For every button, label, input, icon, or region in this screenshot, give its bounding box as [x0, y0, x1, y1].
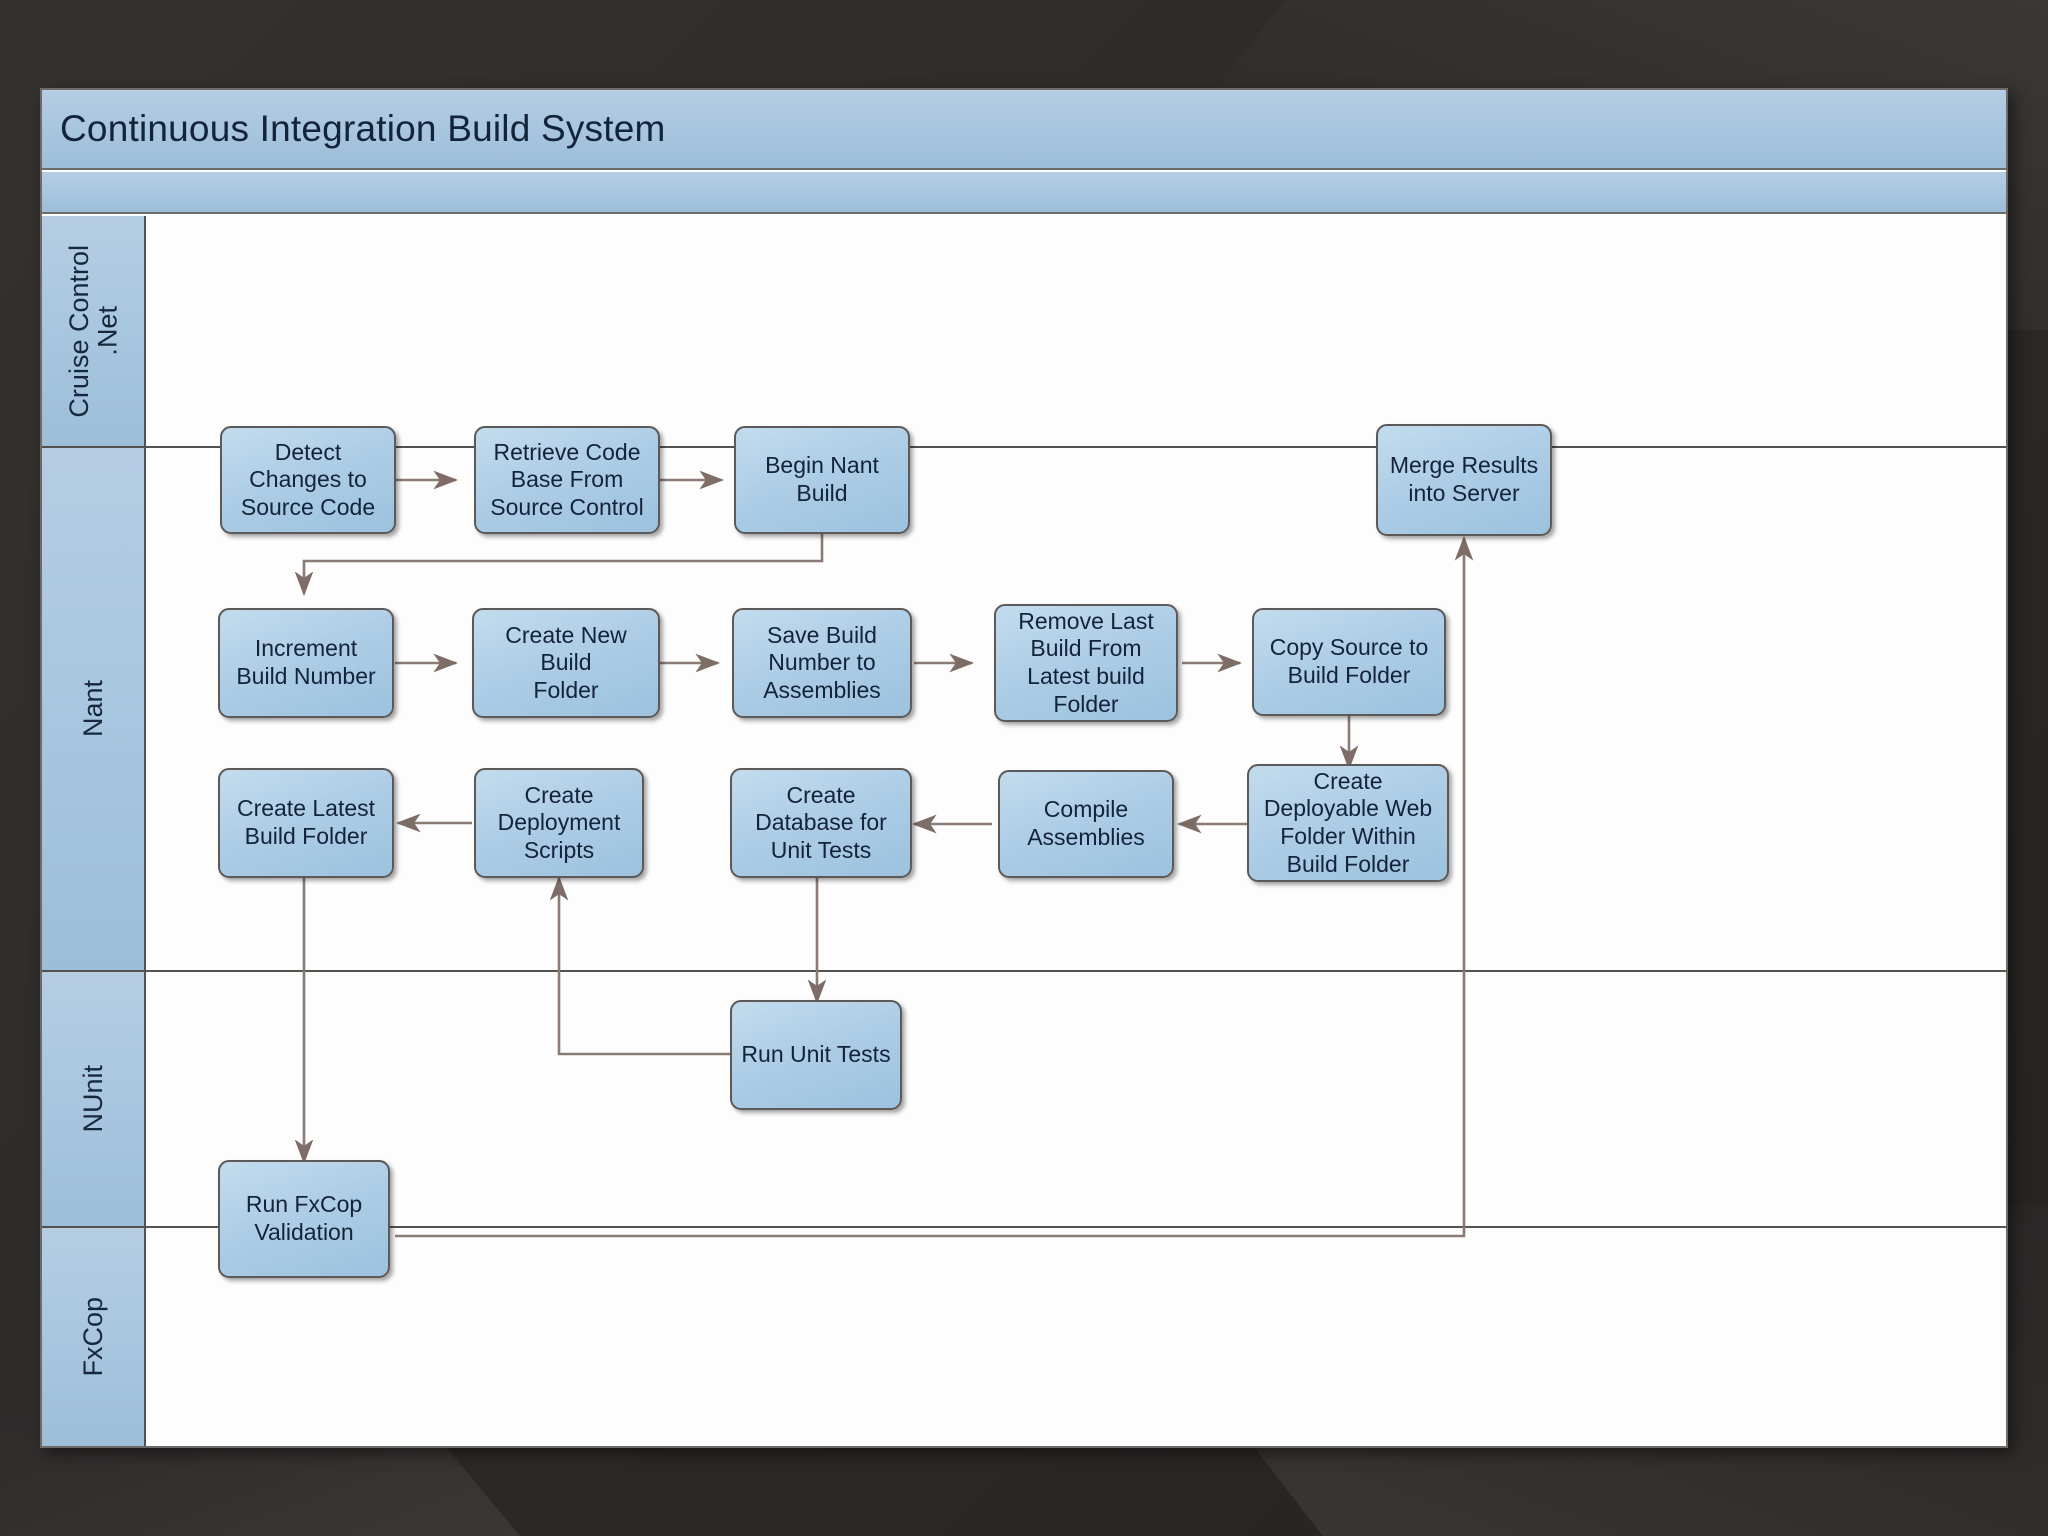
process-node-merge-results[interactable]: Merge Results into Server	[1376, 424, 1552, 536]
process-node-copy-source[interactable]: Copy Source to Build Folder	[1252, 608, 1446, 716]
lane-label: Nant	[77, 680, 108, 738]
process-node-label: Create Deployment Scripts	[497, 781, 621, 863]
diagram-subtitle-band	[42, 172, 2006, 214]
swimlane-fxcop: FxCop	[42, 1228, 2006, 1446]
process-node-label: Save Build Number to Assemblies	[763, 621, 881, 703]
process-node-create-new-build-folder[interactable]: Create New Build Folder	[472, 608, 660, 718]
process-node-create-database[interactable]: Create Database for Unit Tests	[730, 768, 912, 878]
process-node-label: Retrieve Code Base From Source Control	[490, 438, 644, 520]
lane-label: NUnit	[77, 1065, 108, 1133]
diagram-title-band: Continuous Integration Build System	[42, 90, 2006, 170]
lane-header-cruisecontrol: Cruise Control .Net	[42, 216, 146, 446]
diagram-title: Continuous Integration Build System	[60, 108, 666, 149]
process-node-label: Copy Source to Build Folder	[1269, 634, 1429, 688]
process-node-label: Run Unit Tests	[741, 1041, 891, 1068]
process-node-compile-assemblies[interactable]: Compile Assemblies	[998, 770, 1174, 878]
process-node-label: Compile Assemblies	[1027, 796, 1145, 850]
lane-body-fxcop	[146, 1228, 2006, 1446]
process-node-retrieve-code[interactable]: Retrieve Code Base From Source Control	[474, 426, 660, 534]
lane-header-fxcop: FxCop	[42, 1228, 146, 1446]
process-node-label: Increment Build Number	[236, 635, 376, 689]
lane-body-nunit	[146, 972, 2006, 1226]
process-node-create-latest-build-folder[interactable]: Create Latest Build Folder	[218, 768, 394, 878]
process-node-label: Begin Nant Build	[765, 452, 879, 506]
process-node-increment-build-number[interactable]: Increment Build Number	[218, 608, 394, 718]
process-node-run-unit-tests[interactable]: Run Unit Tests	[730, 1000, 902, 1110]
lane-body-cruisecontrol	[146, 216, 2006, 446]
swimlane-cruisecontrol: Cruise Control .Net	[42, 216, 2006, 448]
lane-label: FxCop	[77, 1297, 108, 1377]
diagram-frame: Continuous Integration Build System Crui…	[40, 88, 2008, 1448]
process-node-remove-last-build[interactable]: Remove Last Build From Latest build Fold…	[994, 604, 1178, 722]
process-node-label: Remove Last Build From Latest build Fold…	[1018, 607, 1154, 717]
process-node-label: Create Latest Build Folder	[236, 795, 376, 849]
process-node-label: Merge Results into Server	[1389, 452, 1539, 506]
process-node-label: Create Deployable Web Folder Within Buil…	[1263, 767, 1433, 877]
process-node-label: Create Database for Unit Tests	[755, 781, 887, 863]
process-node-begin-nant-build[interactable]: Begin Nant Build	[734, 426, 910, 534]
lane-label: Cruise Control .Net	[63, 244, 122, 418]
process-node-label: Run FxCop Validation	[245, 1191, 363, 1245]
process-node-label: Create New Build Folder	[505, 621, 627, 703]
process-node-create-deployable-web[interactable]: Create Deployable Web Folder Within Buil…	[1247, 764, 1449, 882]
process-node-detect-changes[interactable]: Detect Changes to Source Code	[220, 426, 396, 534]
lane-header-nunit: NUnit	[42, 972, 146, 1226]
lane-header-nant: Nant	[42, 448, 146, 970]
process-node-create-deployment-scripts[interactable]: Create Deployment Scripts	[474, 768, 644, 878]
process-node-label: Detect Changes to Source Code	[240, 438, 376, 520]
process-node-save-build-number[interactable]: Save Build Number to Assemblies	[732, 608, 912, 718]
process-node-run-fxcop[interactable]: Run FxCop Validation	[218, 1160, 390, 1278]
